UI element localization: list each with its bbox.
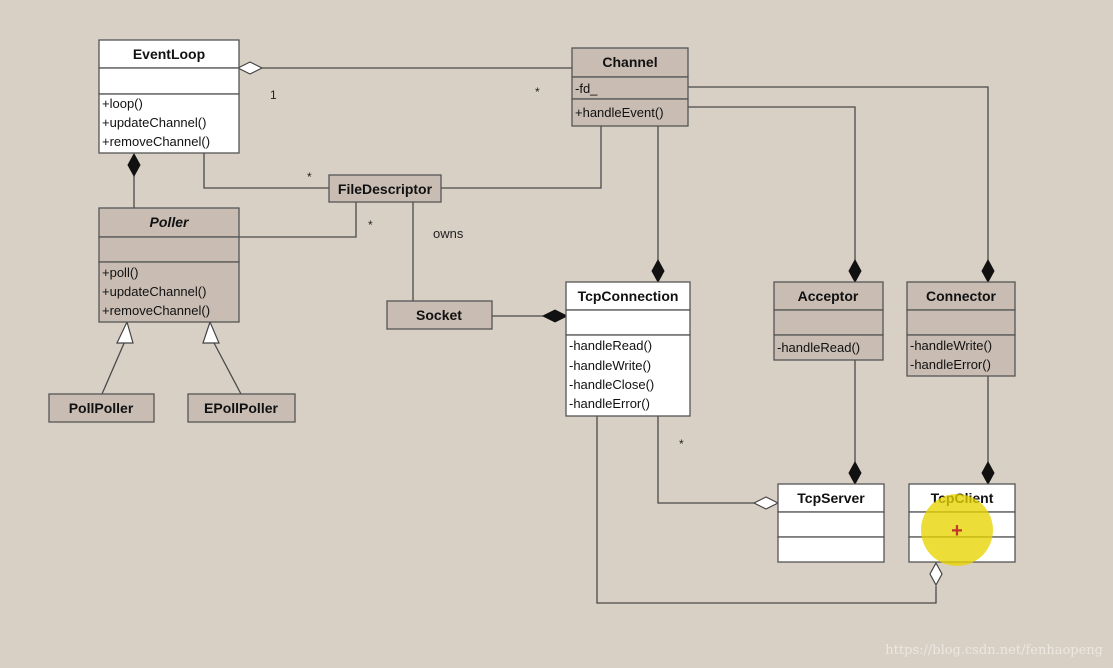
poller-header [98,207,240,238]
class-epollpoller[interactable]: EPollPoller [187,393,296,423]
class-poller[interactable]: Poller +poll() +updateChannel() +removeC… [98,207,240,323]
tcpserver-methods [777,536,885,563]
poller-methods [98,261,240,323]
socket-header [386,300,493,330]
filedescriptor-name: FileDescriptor [338,181,433,197]
acceptor-methods [773,334,884,361]
channel-method: +handleEvent() [575,105,664,120]
eventloop-method: +updateChannel() [102,115,206,130]
tcpconnection-name: TcpConnection [578,288,679,304]
cursor-plus-icon: + [951,520,963,542]
watermark-url: https://blog.csdn.net/fenhaopeng [885,643,1103,658]
channel-acceptor-line [688,106,856,260]
tcpconnection-tcpclient-line [596,416,937,604]
tcpconnection-channel-diamond [651,258,665,284]
socket-name: Socket [416,307,462,323]
class-tcpconnection[interactable]: TcpConnection -handleRead() -handleWrite… [565,281,691,417]
acceptor-channel-diamond [848,258,862,284]
owns-label: owns [433,226,464,241]
class-pollpoller[interactable]: PollPoller [48,393,155,423]
eventloop-aggregation-diamond [236,61,264,75]
connector-methods [906,334,1016,377]
epollpoller-header [187,393,296,423]
tcpconnection-method: -handleError() [569,396,650,411]
tcpserver-aggregation-diamond [752,496,780,510]
tcpconnection-tcpserver-line [657,416,754,504]
tcpconnection-method: -handleWrite() [569,358,651,373]
channel-filedescriptor-line [441,126,602,189]
connector-method: -handleError() [910,357,991,372]
connector-header [906,281,1016,311]
eventloop-methods [98,93,240,154]
eventloop-channel-many-label: * [535,85,540,99]
acceptor-header [773,281,884,311]
tcpserver-attributes [777,511,885,538]
channel-connector-line [688,86,989,260]
tcpconnection-methods [565,334,691,417]
cursor-halo [921,494,993,566]
connector-attributes [906,309,1016,336]
epollpoller-inheritance-line [212,340,242,395]
class-connector[interactable]: Connector -handleWrite() -handleError() [906,281,1016,377]
tcpconnection-attributes [565,309,691,336]
eventloop-filedescriptor-line [203,153,329,189]
channel-methods [571,98,689,127]
poller-method: +removeChannel() [102,303,210,318]
channel-attribute: -fd_ [575,81,598,96]
poller-fd-many-label: * [368,218,373,232]
pollpoller-name: PollPoller [69,400,134,416]
pollpoller-inheritance-triangle [116,320,134,344]
class-channel[interactable]: Channel -fd_ +handleEvent() [571,47,689,127]
eventloop-name: EventLoop [133,46,205,62]
poller-method: +poll() [102,265,139,280]
poller-method: +updateChannel() [102,284,206,299]
tcpserver-name: TcpServer [797,490,865,506]
acceptor-attributes [773,309,884,336]
pollpoller-inheritance-line [101,340,126,395]
acceptor-method: -handleRead() [777,340,860,355]
epollpoller-name: EPollPoller [204,400,278,416]
tcpserver-acceptor-diamond [848,460,862,486]
class-acceptor[interactable]: Acceptor -handleRead() [773,281,884,361]
eventloop-method: +removeChannel() [102,134,210,149]
eventloop-header [98,39,240,69]
class-eventloop[interactable]: EventLoop +loop() +updateChannel() +remo… [98,39,240,154]
class-filedescriptor[interactable]: FileDescriptor [328,174,442,203]
pollpoller-header [48,393,155,423]
class-tcpserver[interactable]: TcpServer [777,483,885,563]
eventloop-channel-one-label: 1 [270,88,277,102]
tcpconnection-method: -handleClose() [569,377,654,392]
acceptor-name: Acceptor [798,288,859,304]
connector-channel-diamond [981,258,995,284]
eventloop-attributes [98,67,240,95]
tcpclient-aggregation-diamond [929,561,943,587]
epollpoller-inheritance-triangle [202,320,220,344]
eventloop-method: +loop() [102,96,143,111]
channel-name: Channel [602,54,657,70]
tcpconnection-socket-diamond [541,309,569,323]
eventloop-composition-diamond [127,152,141,178]
cursor-highlight: + [921,494,993,566]
tcpconnection-method: -handleRead() [569,338,652,353]
class-socket[interactable]: Socket [386,300,493,330]
tcpclient-connector-diamond [981,460,995,486]
tcpconnection-header [565,281,691,311]
eventloop-fd-many-label: * [307,170,312,184]
connector-method: -handleWrite() [910,338,992,353]
connector-name: Connector [926,288,997,304]
poller-filedescriptor-line [239,202,357,238]
tcpserver-connections-many-label: * [679,437,684,451]
poller-name: Poller [150,214,190,230]
poller-attributes [98,236,240,263]
filedescriptor-header [328,174,442,203]
